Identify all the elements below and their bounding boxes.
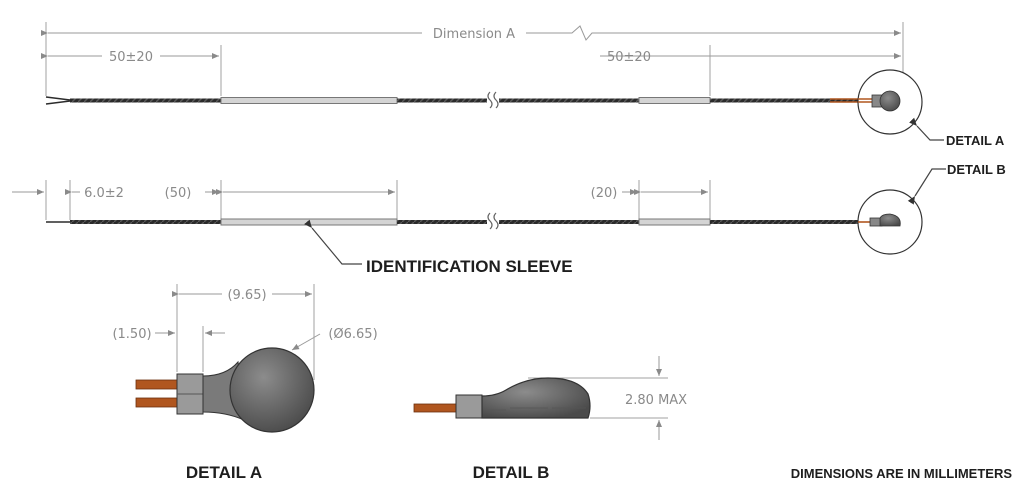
top-twisted-pair-mid-right xyxy=(499,98,640,103)
top-break-symbol xyxy=(487,91,499,109)
top-cable xyxy=(45,91,872,109)
detail-a-bubble xyxy=(857,69,923,135)
top-left-length-dimension: 50±20 xyxy=(41,50,219,65)
side-sleeve-right xyxy=(638,218,711,226)
detail-a-length-label: (9.65) xyxy=(227,288,266,303)
side-extension-lines xyxy=(45,180,711,220)
top-twisted-pair-left xyxy=(70,98,222,103)
side-cable xyxy=(46,212,860,230)
detail-a-caption: DETAIL A xyxy=(186,463,262,482)
split-wire-ends xyxy=(45,96,71,105)
top-twisted-pair-right xyxy=(710,98,860,103)
detail-a-band-dimension: (1.50) xyxy=(112,327,225,342)
detail-a-bead-small xyxy=(879,90,901,112)
top-view: Dimension A 50±20 50±20 xyxy=(41,22,923,135)
side-twisted-pair-mid-left xyxy=(397,220,487,224)
side-twisted-pair-right xyxy=(710,220,860,224)
detail-b-bubble xyxy=(857,189,923,255)
detail-b-body xyxy=(481,377,591,419)
top-sleeve-left xyxy=(220,97,398,104)
callout-detail-a-label: DETAIL A xyxy=(946,133,1005,148)
detail-b-lead xyxy=(413,403,459,413)
units-note: DIMENSIONS ARE IN MILLIMETERS xyxy=(791,466,1013,481)
detail-a-diameter-label: (Ø6.65) xyxy=(328,327,377,342)
detail-a-lead-lower xyxy=(135,397,179,408)
detail-b-enlarged: 2.80 MAX DETAIL B xyxy=(413,356,687,482)
identification-sleeve-label: IDENTIFICATION SLEEVE xyxy=(366,257,573,276)
left-sleeve-label: (50) xyxy=(165,186,192,201)
left-sleeve-dimension: (50) xyxy=(165,186,395,201)
callout-identification-sleeve: IDENTIFICATION SLEEVE xyxy=(304,219,573,276)
side-sleeve-left xyxy=(220,218,398,226)
callout-detail-b: DETAIL B xyxy=(907,162,1006,205)
side-view: 6.0±2 (50) (20) xyxy=(12,180,923,255)
callout-detail-b-label: DETAIL B xyxy=(947,162,1006,177)
top-twisted-pair-mid-left xyxy=(397,98,487,103)
side-break-symbol xyxy=(487,212,499,230)
top-sleeve-right xyxy=(638,97,711,104)
detail-a-diameter-dimension: (Ø6.65) xyxy=(291,327,378,351)
side-twisted-pair-mid-right xyxy=(499,220,640,224)
detail-a-band-label: (1.50) xyxy=(112,327,151,342)
side-twisted-pair-left xyxy=(70,220,222,224)
dimension-a-label: Dimension A xyxy=(433,27,515,42)
callout-detail-a: DETAIL A xyxy=(908,117,1005,148)
top-right-length-label: 50±20 xyxy=(607,50,651,65)
detail-b-bead-small xyxy=(879,213,901,227)
detail-b-height-dimension: 2.80 MAX xyxy=(625,356,687,440)
detail-b-caption: DETAIL B xyxy=(473,463,550,482)
right-sleeve-label: (20) xyxy=(591,186,618,201)
detail-a-length-dimension: (9.65) xyxy=(172,288,312,303)
top-right-length-dimension: 50±20 xyxy=(600,50,901,65)
detail-b-height-label: 2.80 MAX xyxy=(625,393,687,408)
strip-length-dimension: 6.0±2 xyxy=(12,186,124,201)
detail-a-bead xyxy=(229,347,315,433)
detail-b-band xyxy=(455,394,483,419)
detail-a-enlarged: (9.65) (1.50) (Ø6.65) DETAIL A xyxy=(112,284,378,482)
top-left-length-label: 50±20 xyxy=(109,50,153,65)
dimension-a-line: Dimension A xyxy=(41,25,901,42)
strip-length-label: 6.0±2 xyxy=(84,186,124,201)
right-sleeve-dimension: (20) xyxy=(591,186,708,201)
detail-a-lead-upper xyxy=(135,379,179,390)
